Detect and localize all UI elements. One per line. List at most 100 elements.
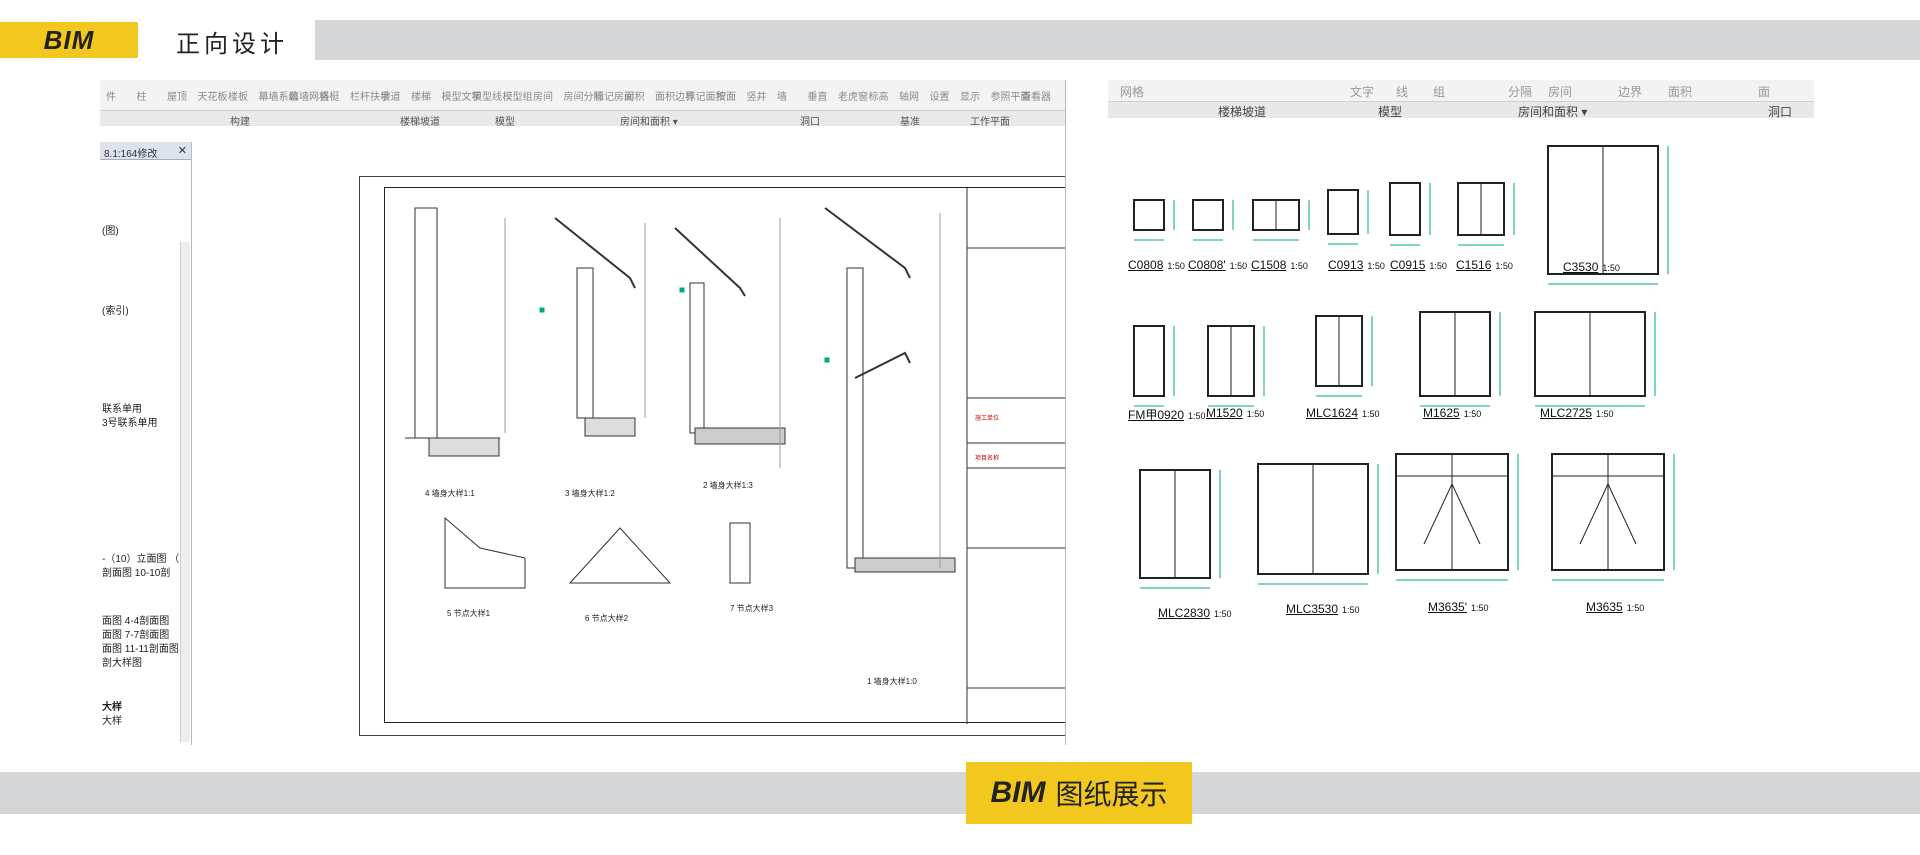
ribbon-button-right-6[interactable]: 边界 [1618, 85, 1643, 99]
ribbon-button-4[interactable]: 楼板 [228, 92, 248, 103]
ribbon-groups: 构建楼梯坡道模型房间和面积 ▾洞口基准工作平面 [100, 110, 1065, 128]
ribbon-button-14[interactable]: 房间 [533, 92, 553, 103]
ribbon-button-26[interactable]: 轴网 [899, 92, 919, 103]
browser-item-8[interactable]: 面图 11-11剖面图 [102, 644, 179, 655]
ribbon-button-right-0[interactable]: 网格 [1120, 85, 1145, 99]
ribbon-button-9[interactable]: 坡道 [380, 92, 401, 103]
browser-item-10[interactable]: 大样 [102, 702, 122, 713]
window-scale: 1:50 [1290, 261, 1308, 271]
ribbon-groups-right: 楼梯坡道模型房间和面积 ▾洞口 [1108, 101, 1814, 119]
detail-label-1: 3 墙身大样1:2 [565, 489, 615, 498]
browser-scrollbar[interactable] [180, 242, 190, 742]
ribbon-button-5[interactable]: 幕墙系统 [258, 92, 299, 103]
window-scale: 1:50 [1214, 609, 1232, 619]
ribbon-button-29[interactable]: 参照平面 [990, 92, 1031, 103]
detail-label-2: 2 墙身大样1:3 [703, 481, 753, 490]
window-elevations [1133, 145, 1675, 589]
ribbon-button-right-2[interactable]: 线 [1396, 85, 1409, 99]
window-code: C3530 [1563, 260, 1599, 274]
browser-item-0[interactable]: (图) [102, 226, 119, 237]
ribbon-button-right-5[interactable]: 房间 [1548, 85, 1573, 99]
window-scale: 1:50 [1470, 603, 1489, 613]
ribbon-button-24[interactable]: 老虎窗 [838, 92, 868, 103]
browser-item-1[interactable]: (索引) [102, 306, 129, 317]
ribbon-button-27[interactable]: 设置 [929, 92, 950, 103]
detail-label-5: 6 节点大样2 [585, 614, 629, 623]
ribbon-button-1[interactable]: 柱 [136, 92, 147, 103]
ribbon-button-19[interactable]: 标记面积 [685, 92, 726, 103]
ribbon-button-16[interactable]: 标记房间 [594, 92, 634, 103]
ribbon-group-5: 基准 [900, 117, 920, 128]
ribbon-button-0[interactable]: 件 [106, 92, 116, 103]
browser-item-7[interactable]: 面图 7-7剖面图 [102, 630, 170, 641]
ribbon-button-right-8[interactable]: 面 [1758, 85, 1771, 99]
ribbon-group-3: 房间和面积 ▾ [620, 117, 678, 128]
ribbon-button-6[interactable]: 幕墙网格 [289, 92, 329, 103]
svg-text:项目名称: 项目名称 [975, 454, 999, 462]
ribbon-group-6: 工作平面 [970, 117, 1010, 128]
window-code: M3635 [1586, 600, 1623, 614]
browser-item-9[interactable]: 剖大样图 [102, 658, 142, 669]
ribbon-button-25[interactable]: 标高 [868, 92, 889, 103]
window-scale: 1:50 [1246, 409, 1265, 419]
ribbon-button-3[interactable]: 天花板 [197, 92, 228, 103]
footer-badge: BIM 图纸展示 [966, 762, 1192, 824]
browser-header: 8.1:164修改 ✕ [100, 142, 191, 160]
browser-item-3[interactable]: 3号联系单用 [102, 418, 158, 429]
ribbon-button-21[interactable]: 竖井 [746, 92, 767, 103]
footer-badge-text: 图纸展示 [1055, 779, 1168, 810]
browser-item-11[interactable]: 大样 [102, 716, 122, 727]
browser-title: 8.1:164修改 [104, 149, 158, 160]
ribbon-button-20[interactable]: 按面 [716, 92, 736, 103]
browser-item-4[interactable]: -（10）立面图 （ [102, 554, 180, 565]
ribbon-button-12[interactable]: 模型线 [472, 92, 502, 103]
ribbon-group-right-3: 洞口 [1768, 105, 1793, 119]
ribbon-button-15[interactable]: 房间分隔 [563, 92, 604, 103]
footer-bar [0, 772, 1920, 814]
ribbon: 件柱屋顶天花板楼板幕墙系统幕墙网格竖梃栏杆扶手坡道楼梯模型文字模型线模型组房间房… [100, 80, 1065, 128]
ribbon-button-13[interactable]: 模型组 [502, 92, 533, 103]
window-code: C0915 [1390, 258, 1426, 272]
ribbon-button-18[interactable]: 面积边界 [655, 92, 695, 103]
ribbon-button-28[interactable]: 显示 [960, 92, 980, 103]
window-code: M3635' [1428, 600, 1467, 614]
ribbon-button-30[interactable]: 查看器 [1021, 92, 1051, 103]
ribbon-button-7[interactable]: 竖梃 [319, 92, 340, 103]
close-icon[interactable]: ✕ [177, 145, 187, 157]
header-badge: BIM [0, 22, 138, 58]
window-scale: 1:50 [1362, 409, 1380, 419]
browser-item-2[interactable]: 联系单用 [102, 404, 142, 415]
detail-label-6: 7 节点大样3 [730, 604, 774, 613]
ribbon-button-2[interactable]: 屋顶 [167, 92, 187, 103]
ribbon-button-10[interactable]: 楼梯 [411, 92, 431, 103]
ribbon-button-22[interactable]: 墙 [777, 92, 787, 103]
browser-item-6[interactable]: 面图 4-4剖面图 [102, 616, 170, 627]
ribbon-button-11[interactable]: 模型文字 [441, 92, 482, 103]
revit-window-left: 件柱屋顶天花板楼板幕墙系统幕墙网格竖梃栏杆扶手坡道楼梯模型文字模型线模型组房间房… [100, 80, 1066, 745]
ribbon-button-17[interactable]: 面积 [624, 92, 645, 103]
ribbon-group-right-1: 模型 [1378, 105, 1403, 119]
ribbon-button-right-3[interactable]: 组 [1433, 85, 1446, 99]
window-code: C0913 [1328, 258, 1364, 272]
window-scale: 1:50 [1495, 261, 1513, 271]
browser-item-5[interactable]: 剖面图 10-10剖 [102, 568, 171, 579]
ribbon-button-right-1[interactable]: 文字 [1350, 85, 1375, 99]
ribbon-button-23[interactable]: 垂直 [807, 92, 828, 103]
ribbon-button-right-7[interactable]: 面积 [1668, 85, 1693, 99]
ribbon-button-8[interactable]: 栏杆扶手 [350, 92, 390, 103]
ribbon-button-right-4[interactable]: 分隔 [1508, 85, 1533, 99]
